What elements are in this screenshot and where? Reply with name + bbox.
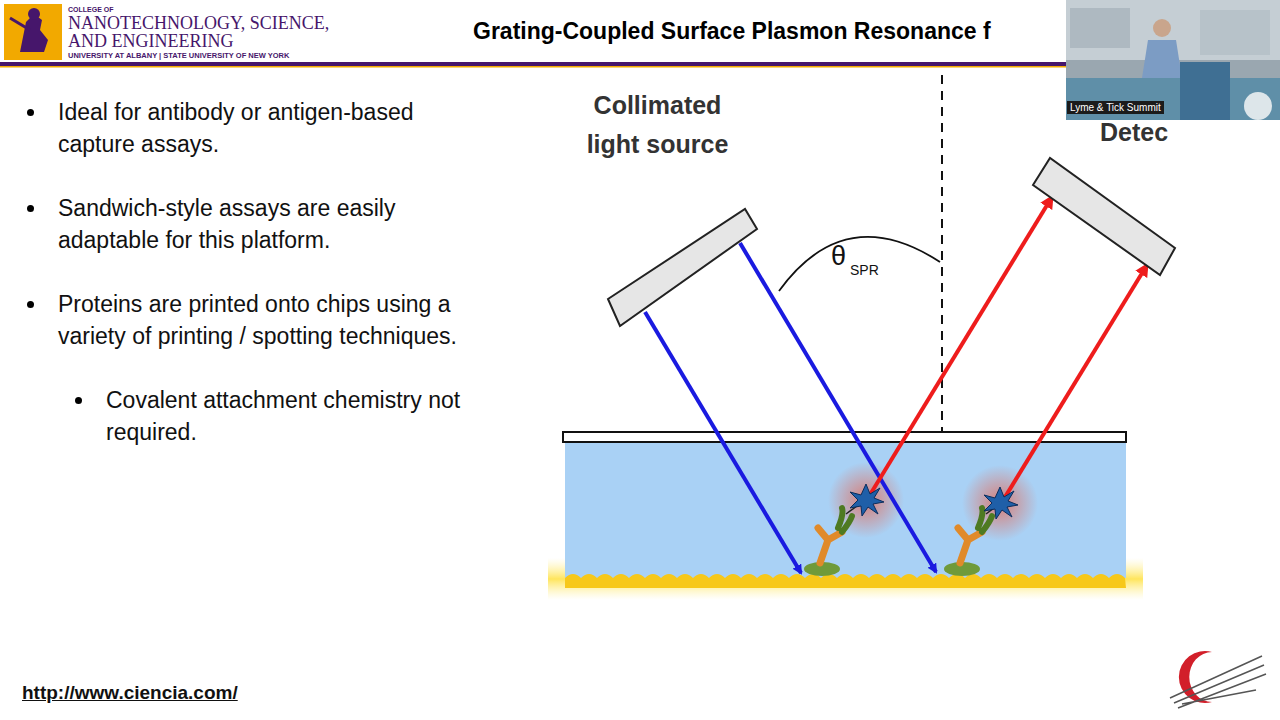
bullet-dot (27, 301, 34, 308)
angle-subscript: SPR (850, 262, 879, 278)
speaker-video (1066, 0, 1280, 120)
video-caption: Lyme & Tick Summit (1067, 101, 1164, 114)
bullet-dot (75, 397, 82, 404)
incident-ray (645, 312, 801, 573)
bullet-dot (27, 205, 34, 212)
header-rule (0, 66, 1066, 68)
node-label: Detec (1100, 118, 1168, 146)
bullet-text: Covalent attachment chemistry not requir… (106, 384, 486, 448)
emitted-ray (1002, 265, 1147, 502)
slide-title: Grating-Coupled Surface Plasmon Resonanc… (473, 18, 991, 45)
bullet-text: Sandwich-style assays are easily adaptab… (58, 192, 483, 256)
institution-line: UNIVERSITY AT ALBANY | STATE UNIVERSITY … (68, 51, 289, 60)
university-logo (4, 4, 62, 60)
normal-line (941, 75, 943, 492)
website-link: http://www.ciencia.com/ (22, 682, 238, 704)
header-rule (0, 62, 1066, 66)
node-label: Collimated light source (575, 86, 740, 164)
node-outline (1030, 118, 1180, 283)
bullet-text: Ideal for antibody or antigen-based capt… (58, 96, 483, 160)
angle-arc (779, 237, 940, 291)
bullet-text: Proteins are printed onto chips using a … (58, 288, 483, 352)
institution-line: COLLEGE OF (68, 6, 114, 13)
detector: Detec (1030, 118, 1180, 283)
institution-name: NANOTECHNOLOGY, SCIENCE, AND ENGINEERING (68, 14, 353, 50)
fluorescence-glow (962, 465, 1038, 541)
sensor-chip (548, 432, 1143, 600)
node-outline (575, 86, 765, 331)
incident-ray (740, 243, 936, 572)
angle-symbol: θ (831, 241, 846, 272)
light-source: Collimated light source (575, 86, 765, 331)
emitted-ray (868, 197, 1052, 498)
fluorophore (984, 487, 1018, 519)
company-logo (1170, 651, 1266, 708)
bullet-dot (27, 109, 34, 116)
fluorophore (850, 484, 884, 516)
